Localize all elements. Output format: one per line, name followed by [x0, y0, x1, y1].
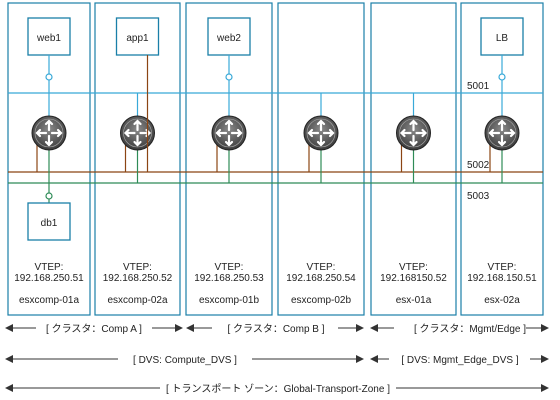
vtep-label: VTEP: [399, 262, 428, 273]
host-frame-esxcomp-02b [277, 2, 365, 316]
vm-box-app1[interactable] [115, 17, 160, 56]
vm-label: db1 [41, 218, 58, 229]
vtep-label: VTEP: [215, 262, 244, 273]
segment-label-5002: 5002 [467, 160, 490, 171]
host-frame-esx-01a [370, 2, 457, 316]
host-name: esxcomp-02a [107, 295, 167, 306]
vtep-ip: 192.168.250.51 [14, 273, 84, 284]
transport-zone-label: [ トランスポート ゾーン：Global-Transport-Zone ] [166, 383, 390, 395]
vtep-label: VTEP: [123, 262, 152, 273]
vtep-ip: 192.168150.52 [380, 273, 447, 284]
vm-port-icon [498, 73, 506, 81]
router-icon [303, 115, 339, 151]
host-name: esxcomp-01a [19, 295, 79, 306]
vm-box-web2[interactable] [207, 17, 251, 56]
router-icon [484, 115, 520, 151]
router-icon [211, 115, 247, 151]
vm-label: LB [496, 33, 509, 44]
host-name: esx-01a [396, 295, 432, 306]
host-frame-esxcomp-01a [7, 2, 91, 316]
segment-label-5001: 5001 [467, 81, 490, 92]
vm-box-lb[interactable] [480, 17, 524, 56]
vm-label: web1 [36, 33, 61, 44]
vm-port-icon [45, 73, 53, 81]
vtep-ip: 192.168.250.54 [286, 273, 356, 284]
vm-label: web2 [216, 33, 241, 44]
vm-box-web1[interactable] [27, 17, 71, 56]
vm-box-db1[interactable] [27, 202, 71, 241]
dvs-mgmt-label: [ DVS: Mgmt_Edge_DVS ] [401, 355, 518, 366]
host-frame-esxcomp-01b [185, 2, 273, 316]
router-icon [120, 115, 155, 151]
host-frame-esxcomp-02a [94, 2, 181, 316]
vm-label: app1 [126, 33, 149, 44]
host-name: esxcomp-02b [291, 295, 351, 306]
vtep-ip: 192.168.150.51 [467, 273, 537, 284]
vtep-ip: 192.168.250.52 [103, 273, 173, 284]
router-icon [396, 115, 431, 151]
host-name: esx-02a [484, 295, 520, 306]
segment-label-5003: 5003 [467, 191, 490, 202]
vtep-label: VTEP: [35, 262, 64, 273]
cluster-mgmt-label: [ クラスタ：Mgmt/Edge ] [414, 323, 526, 335]
router-icon [31, 115, 67, 151]
dvs-compute-label: [ DVS: Compute_DVS ] [133, 355, 237, 366]
host-name: esxcomp-01b [199, 295, 259, 306]
cluster-comp-b-label: [ クラスタ：Comp B ] [227, 323, 324, 335]
cluster-comp-a-label: [ クラスタ：Comp A ] [46, 323, 142, 335]
vtep-label: VTEP: [488, 262, 517, 273]
vtep-ip: 192.168.250.53 [194, 273, 264, 284]
vm-port-icon [45, 192, 53, 200]
vtep-label: VTEP: [307, 262, 336, 273]
vm-port-icon [225, 73, 233, 81]
host-frame-esx-02a [460, 2, 544, 316]
